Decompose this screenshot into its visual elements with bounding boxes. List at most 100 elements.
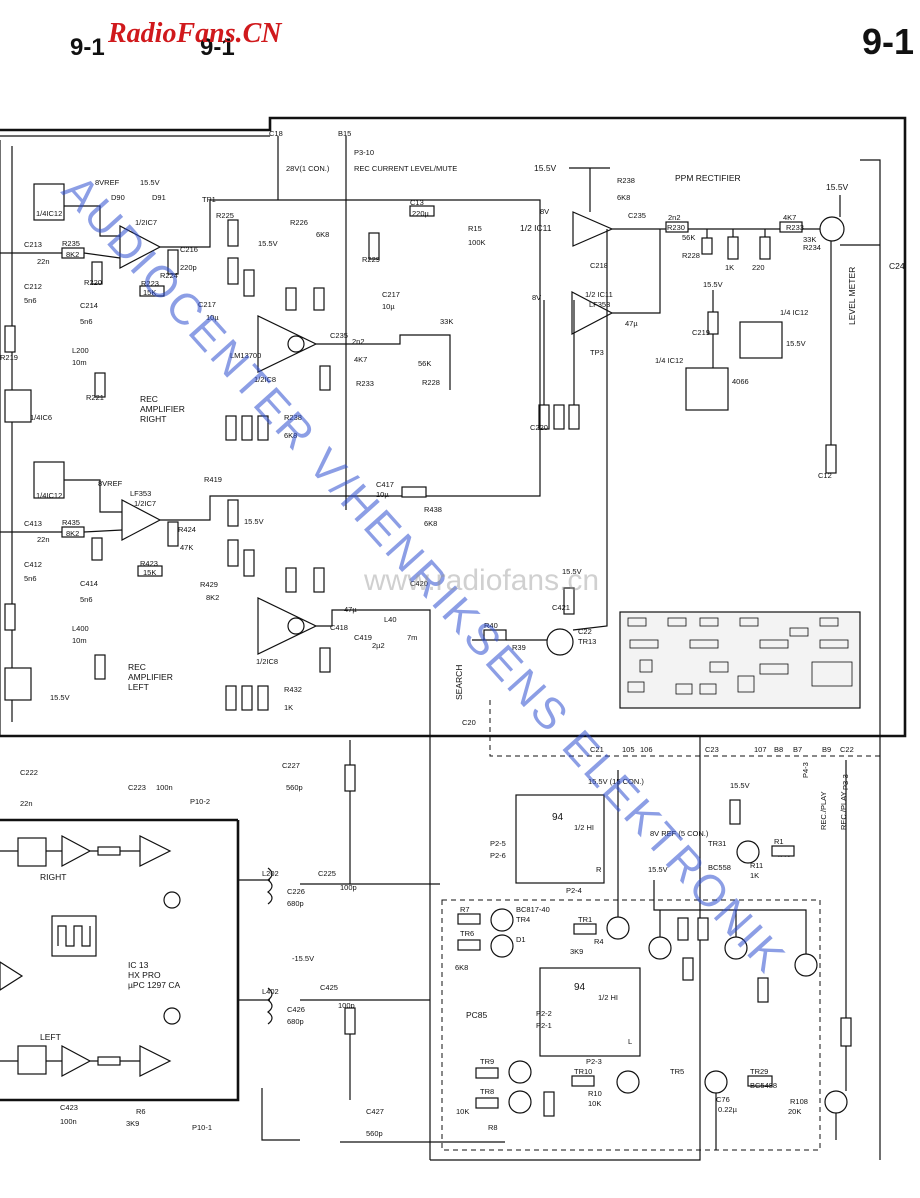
r246-resistor	[344, 764, 356, 792]
search-label: SEARCH	[454, 665, 464, 700]
r220-resistor	[91, 261, 103, 285]
c220-value: R233	[356, 379, 374, 388]
c413-label: C413	[24, 519, 42, 528]
c423-label: R6	[136, 1107, 146, 1116]
r22-label: 220	[752, 263, 765, 272]
rail-8v-ppm: 8V	[540, 207, 549, 216]
r8-resistor	[543, 1091, 555, 1117]
ota-ic8b	[257, 597, 318, 655]
r12-resistor	[571, 1075, 595, 1087]
tr8b-transistor	[508, 1060, 532, 1084]
c227-label: C227	[282, 761, 300, 770]
rec-current-label: REC CURRENT LEVEL/MUTE	[354, 164, 457, 173]
r238-label: C13	[410, 198, 424, 207]
c435-value: 6K8	[424, 519, 437, 528]
c225-label: C225	[318, 869, 336, 878]
r15-label: R229	[362, 255, 380, 264]
tp2-label: R419	[204, 475, 222, 484]
c18-label: 56K	[682, 233, 695, 242]
tr6-label: TR4	[516, 915, 530, 924]
c75-value: BC558	[708, 863, 731, 872]
r423-label: R423	[140, 559, 158, 568]
ic6-switch	[4, 389, 32, 423]
rec-play-label-1: REC./PLAY	[819, 791, 828, 830]
head-left-label: 1/2 HI	[598, 993, 618, 1002]
pcb-layout-details	[627, 617, 853, 695]
r225-label: R225	[216, 211, 234, 220]
c219-label: 2n2	[352, 337, 365, 346]
c214-value: 5n6	[80, 317, 93, 326]
r241-resistor	[568, 404, 580, 430]
brand-logo: RadioFans.CN	[107, 18, 283, 49]
rail-155-tr1: 15.5V	[648, 865, 668, 874]
c76-label: TR5	[670, 1067, 684, 1076]
ic7b-label: 1/2IC7	[134, 499, 156, 508]
r421-resistor	[94, 654, 106, 680]
r224-resistor	[167, 249, 179, 275]
r429-resistor	[243, 549, 255, 577]
detector-right	[17, 837, 47, 867]
r424-resistor	[167, 521, 179, 547]
head-right-number: 94	[552, 812, 564, 823]
connector-b15: B15	[338, 129, 351, 138]
opamp-ic11b	[571, 291, 614, 335]
ic12c-label: 1/4 IC12	[780, 308, 808, 317]
c427-label: C427	[366, 1107, 384, 1116]
tr4-transistor	[490, 934, 514, 958]
connector-b9: B9	[822, 745, 831, 754]
r238-value: 220µ	[412, 209, 430, 218]
c217-label: C217	[198, 300, 216, 309]
tr6-type: BC817-40	[516, 905, 550, 914]
level-meter-label: LEVEL METER	[847, 267, 857, 325]
r434-resistor	[319, 647, 331, 673]
amp-left	[61, 1044, 92, 1078]
c420-label: C419	[354, 633, 372, 642]
tr8-type: R234	[803, 243, 821, 252]
res-left	[97, 1056, 121, 1066]
r420-resistor	[91, 537, 103, 561]
r419-resistor	[4, 603, 16, 631]
r229-resistor	[243, 269, 255, 297]
r223-resistor	[139, 285, 165, 297]
watermark-site: www.radiofans.cn	[363, 564, 599, 597]
tr13-type: TR13	[578, 637, 596, 646]
r2-label: TR1	[578, 915, 592, 924]
r426-resistor	[227, 539, 239, 567]
c426-value: 680p	[287, 1017, 304, 1026]
d1-label: 6K8	[455, 963, 468, 972]
ic11a-label: 1/2 IC11	[520, 223, 552, 233]
ic11b-label: 1/2 IC11	[585, 290, 613, 299]
connector-c21: C21	[590, 745, 604, 754]
tr13-label: C22	[578, 627, 592, 636]
tr13-transistor	[546, 628, 574, 656]
r230-resistor	[285, 287, 297, 311]
rec-amp-left-l3: LEFT	[128, 682, 149, 692]
c235-label: R15	[468, 224, 482, 233]
head-switch-block: C21 105 106 C23 107 B8 B7 B9 C22 P4-3 P3…	[441, 700, 881, 1151]
connector-106: 106	[640, 745, 653, 754]
bias-filters: C227 560p L202 C226 680p C225 100p -15.5…	[238, 740, 440, 1138]
l40-label: C420	[410, 579, 428, 588]
r23-label: 4K7	[783, 213, 796, 222]
connector-p2-2: P2-2	[536, 1009, 552, 1018]
c226-value: 680p	[287, 899, 304, 908]
r4-resistor	[475, 1067, 499, 1079]
c422-label: C423	[60, 1103, 78, 1112]
head-left-box	[539, 967, 641, 1057]
r20-value: R230	[667, 223, 685, 232]
current-source-right	[163, 891, 181, 909]
ic11b-type: LF353	[589, 300, 610, 309]
rec-amplifier-left: 1/4IC12 LF353 1/2IC7 8VREF R419 C413 22n…	[0, 461, 442, 1160]
c412-value: 5n6	[24, 574, 37, 583]
c221-label: 56K	[418, 359, 431, 368]
connector-c22: C22	[840, 745, 854, 754]
rail-28v: 28V(1 CON.)	[286, 164, 330, 173]
tp4-label: C418	[330, 623, 348, 632]
c418-label: R432	[284, 685, 302, 694]
r433-resistor	[313, 567, 325, 593]
rail-155-ppm: 15.5V	[534, 163, 557, 173]
amp-right	[61, 834, 92, 868]
rail-155-con: 15.5V (15 CON.)	[588, 777, 644, 786]
c212-value: 5n6	[24, 296, 37, 305]
r20-resistor	[665, 221, 689, 233]
